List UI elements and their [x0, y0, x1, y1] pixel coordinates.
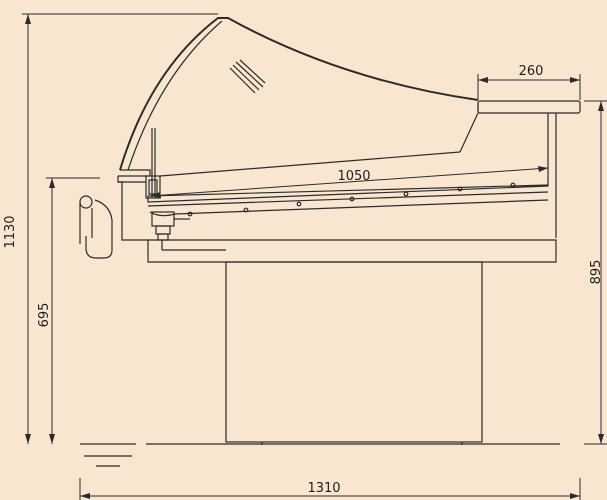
dimension-right-height: 895 [584, 100, 607, 445]
label-1050: 1050 [337, 169, 370, 184]
top-shelf [477, 100, 581, 114]
front-panel [79, 128, 190, 259]
dimension-inner-depth: 1050 [149, 162, 549, 198]
dimension-top-depth: 260 [477, 64, 581, 100]
dimension-counter-height: 695 [37, 177, 100, 444]
glass-canopy [119, 17, 479, 171]
label-895: 895 [589, 260, 604, 285]
dimension-total-height: 1130 [3, 13, 218, 444]
label-1130: 1130 [3, 215, 18, 248]
label-260: 260 [519, 64, 544, 79]
display-tub [147, 112, 557, 238]
dimension-total-depth: 1310 [79, 478, 581, 500]
label-695: 695 [37, 303, 52, 328]
label-1310: 1310 [307, 481, 340, 496]
plinth [80, 239, 560, 467]
